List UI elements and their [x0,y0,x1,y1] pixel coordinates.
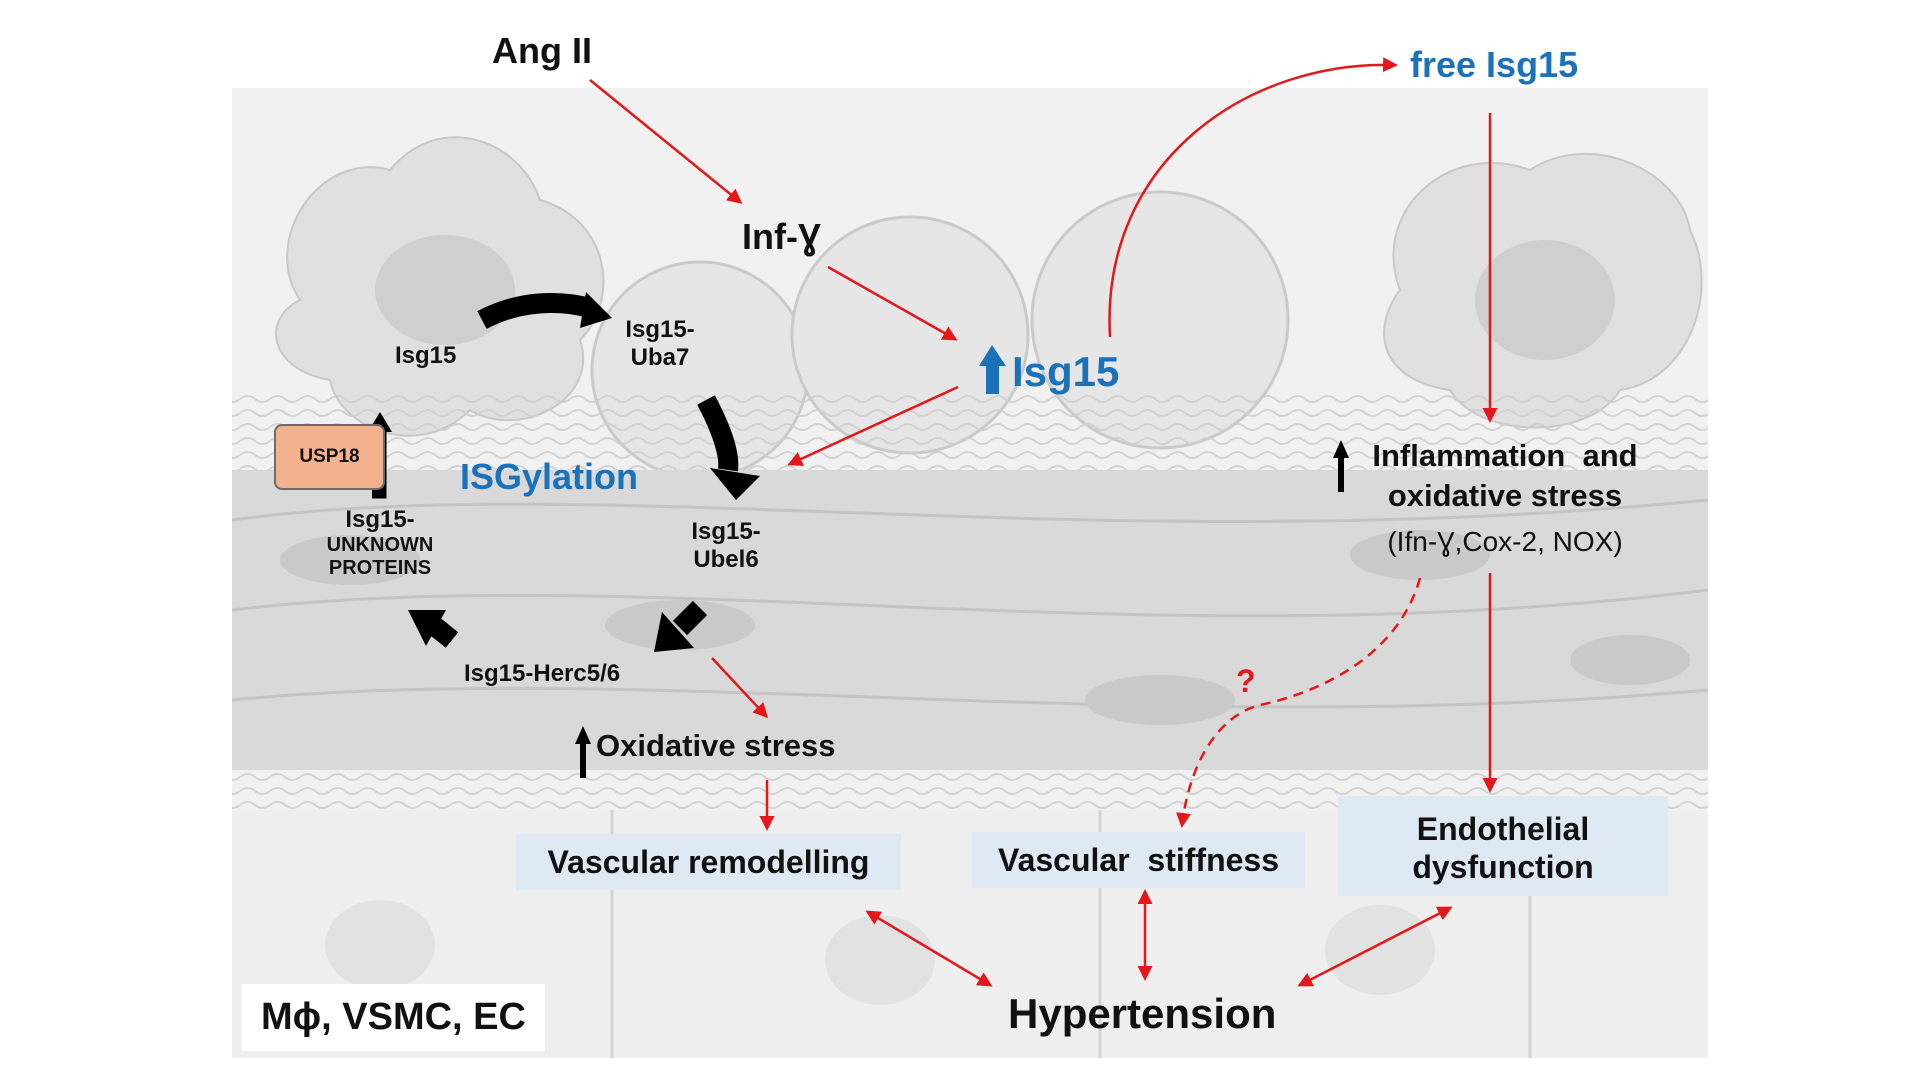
vascular-remodelling-box: Vascular remodelling [516,834,901,890]
hypertension-label: Hypertension [1008,990,1277,1037]
arrow-isg15-to-free-isg15 [1108,57,1398,338]
ubel6-line1: Isg15- [691,518,761,545]
arrow-isg15-to-isgylation [787,385,959,466]
isgylation-cycle-arrows [368,292,760,652]
inf-gamma-label: Inf-Ɣ [742,216,821,257]
oxidative-stress-label: Oxidative stress [596,728,836,763]
isgylation-label: ISGylation [460,456,639,497]
arrow-angii-to-infg [589,79,743,204]
inflammation-line2: oxidative stress [1387,478,1623,514]
tissue-background [232,88,1708,1058]
ang-ii-label: Ang II [492,30,592,71]
arrow-endothelial-hypertension [1297,906,1453,987]
isg15-upregulated-label: Isg15 [1012,348,1120,395]
ubel6-line2: Ubel6 [693,545,759,573]
inflammation-markers-label: (Ifn-Ɣ,Cox-2, NOX) [1387,526,1623,557]
inflammation-label: Inflammation and oxidative stress [1360,436,1650,517]
arrow-uba7-to-ubel6 [697,395,739,472]
isg15-herc-label: Isg15-Herc5/6 [464,660,621,687]
up-arrow-icon-oxidative [575,726,591,778]
uba7-line2: Uba7 [630,343,690,371]
up-arrow-icon-inflammation [1333,440,1349,492]
usp18-box: USP18 [274,424,385,490]
cell-types-label: Mϕ, VSMC, EC [242,984,545,1051]
vascular-stiffness-box: Vascular stiffness [972,832,1305,888]
endothelial-dysfunction-box: Endothelial dysfunction [1338,796,1668,896]
arrow-dashed-to-stiffness [1176,577,1422,828]
isg15-uba7-label: Isg15- Uba7 [610,316,710,371]
uba7-line1: Isg15- [625,316,695,343]
inflammation-line1: Inflammation and [1372,438,1638,473]
endothelial-line1: Endothelial [1416,811,1590,847]
isg15-cycle-label: Isg15 [395,342,457,369]
blue-up-arrow-icon [979,345,1006,394]
arrow-herc-to-oxidative [711,657,769,719]
arrow-isg15-to-uba7 [477,293,593,329]
arrow-ubel6-to-herc [672,600,708,636]
unknown-line1: Isg15- [345,506,415,533]
question-mark: ? [1236,663,1256,699]
unknown-line2: UNKNOWN [326,533,434,556]
up-arrows [575,345,1349,778]
isg15-unknown-proteins-label: Isg15- UNKNOWN PROTEINS [300,506,460,580]
unknown-line3: PROTEINS [328,556,432,579]
arrow-remodelling-hypertension [865,910,993,987]
arrow-infg-to-isg15 [827,265,958,341]
free-isg15-label: free Isg15 [1410,44,1579,85]
endothelial-line2: dysfunction [1412,849,1594,886]
isg15-ubel6-label: Isg15- Ubel6 [676,518,776,573]
red-arrows [589,57,1498,987]
